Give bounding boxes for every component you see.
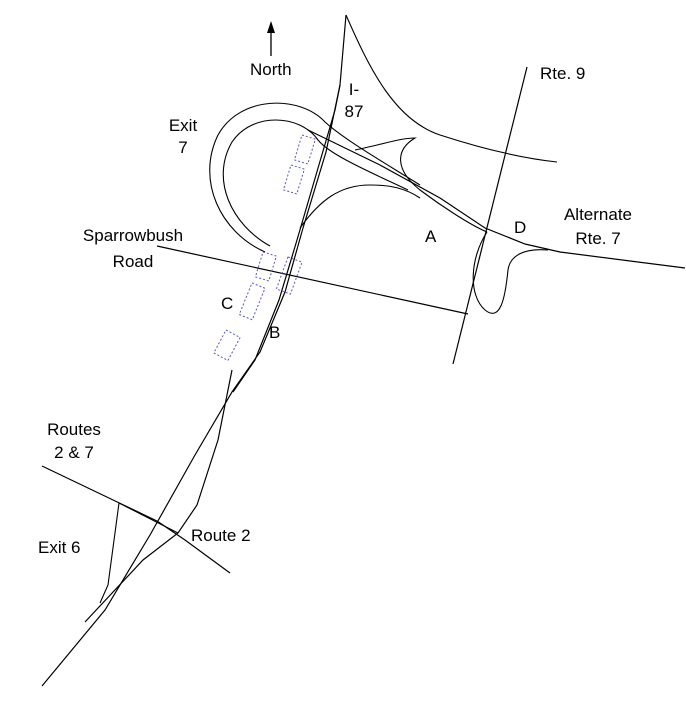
bridges: [213, 134, 317, 362]
i87-label-line1: I-: [348, 80, 360, 99]
exit7-loop-inner: [222, 119, 409, 247]
bridge-2: [282, 164, 306, 195]
i87-mainline-north: [232, 84, 341, 393]
exit6-label: Exit 6: [38, 538, 81, 557]
bridge-1: [293, 134, 317, 165]
alt-rte7-label-line2: Rte. 7: [575, 229, 621, 248]
point-b-label: B: [269, 323, 281, 342]
exit7-loop-outer: [209, 102, 421, 253]
alternate-rte7-label: Alternate Rte. 7: [548, 204, 648, 250]
sparrowbush-road: [156, 245, 469, 315]
routes-2-and-7: [41, 465, 158, 522]
i87-label: I- 87: [336, 79, 372, 123]
ramp-north-to-rte9: [345, 14, 558, 163]
routes27-label-line1: Routes: [47, 420, 101, 439]
exit7-label-line2: 7: [178, 138, 188, 157]
north-label: North: [250, 60, 292, 79]
routes-2-7-label: Routes 2 & 7: [32, 419, 116, 464]
bridge-5: [238, 282, 266, 321]
route-9: [452, 66, 528, 365]
sparrowbush-road-label: Sparrowbush Road: [60, 225, 206, 273]
exit7-label: Exit 7: [160, 115, 206, 159]
i87-label-line2: 87: [344, 102, 364, 121]
sparrowbush-label-line2: Road: [112, 252, 154, 271]
i87-mainline: [41, 14, 347, 687]
point-d-label: D: [514, 218, 527, 237]
ramp-a-curve: [299, 184, 421, 229]
exit6-ramp: [99, 502, 120, 604]
sparrowbush-label-line1: Sparrowbush: [82, 226, 184, 245]
i87-south-branch: [84, 369, 233, 623]
point-c-label: C: [221, 294, 234, 313]
bridge-3: [254, 251, 278, 282]
exit7-label-line1: Exit: [168, 116, 198, 135]
ramp-d-loop: [472, 231, 549, 314]
alternate-route-7: [307, 129, 686, 269]
rte9-label: Rte. 9: [540, 64, 586, 83]
ramp-interior-loop: [354, 137, 488, 233]
point-a-label: A: [425, 227, 437, 246]
alt-rte7-label-line1: Alternate: [563, 205, 633, 224]
bridge-4: [275, 256, 303, 295]
north-arrow-icon: [267, 21, 275, 56]
route-2-label: Route 2: [191, 526, 251, 545]
exit6-connector: [118, 502, 179, 534]
bridge-6: [213, 329, 241, 362]
routes27-label-line2: 2 & 7: [54, 443, 94, 462]
